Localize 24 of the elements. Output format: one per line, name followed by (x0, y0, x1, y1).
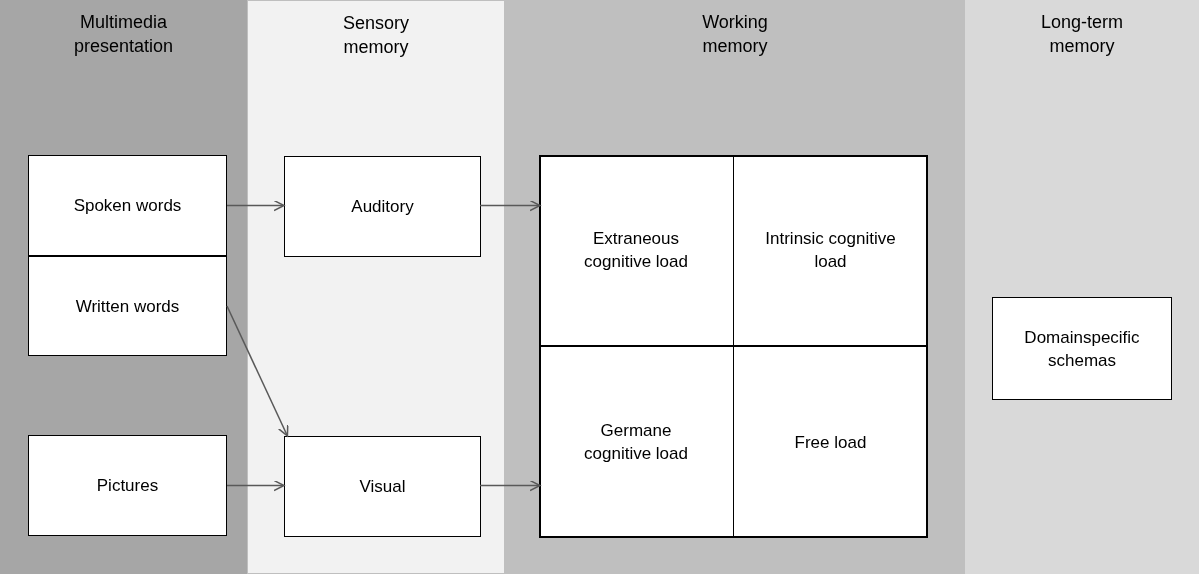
memory-box: Pictures (28, 435, 227, 536)
memory-box: Auditory (284, 156, 481, 257)
memory-box: Domainspecific schemas (992, 297, 1172, 400)
column-band (505, 0, 965, 574)
load-cell: Extraneous cognitive load (539, 155, 734, 347)
column-band (247, 0, 505, 574)
column-heading: Long-term memory (1039, 11, 1124, 58)
column-heading: Sensory memory (341, 12, 410, 59)
memory-box: Visual (284, 436, 481, 537)
load-cell: Intrinsic cognitive load (733, 155, 928, 347)
column-band (965, 0, 1199, 574)
column-heading: Working memory (701, 11, 769, 58)
arrow (226, 199, 285, 212)
memory-box: Spoken words (28, 155, 227, 256)
load-cell: Germane cognitive load (539, 346, 734, 538)
column-band (0, 0, 247, 574)
arrow (479, 199, 541, 212)
load-cell: Free load (733, 346, 928, 538)
load-grid (539, 155, 928, 538)
column-heading: Multimedia presentation (72, 11, 175, 58)
memory-box: Written words (28, 256, 227, 356)
arrow (226, 479, 285, 492)
arrow (479, 479, 541, 492)
arrow (226, 305, 289, 437)
